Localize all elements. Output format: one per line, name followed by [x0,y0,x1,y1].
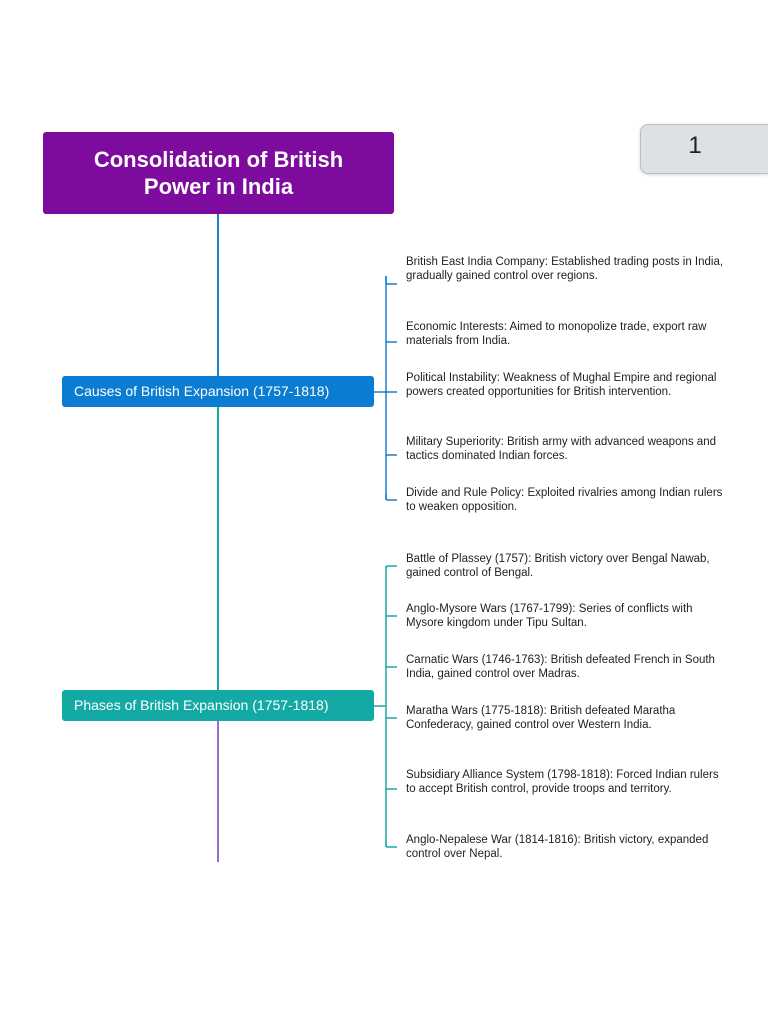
leaf-topic[interactable]: Anglo-Mysore Wars (1767-1799): Series of… [406,603,693,629]
leaf-topic[interactable]: Political Instability: Weakness of Mugha… [406,372,717,398]
branch-topic-label: Phases of British Expansion (1757-1818) [74,697,329,713]
branch-topic-phases[interactable]: Phases of British Expansion (1757-1818) [62,690,374,721]
leaf-connector [385,494,397,501]
leaf-topic[interactable]: Carnatic Wars (1746-1763): British defea… [406,654,715,680]
leaf-topic[interactable]: Maratha Wars (1775-1818): British defeat… [406,705,676,731]
leaf-connector [385,276,397,285]
leaf-connector [385,841,397,848]
leaf-topic[interactable]: Economic Interests: Aimed to monopolize … [406,321,707,347]
root-topic-title: Consolidation of British Power in India [93,147,344,199]
root-topic[interactable]: Consolidation of British Power in India [43,132,394,214]
leaf-topic[interactable]: Battle of Plassey (1757): British victor… [406,553,710,579]
leaf-topic[interactable]: Military Superiority: British army with … [406,436,716,462]
leaf-topic[interactable]: Anglo-Nepalese War (1814-1816): British … [406,834,709,860]
leaf-topic[interactable]: British East India Company: Established … [406,256,724,282]
leaf-connector [385,565,397,569]
leaf-topic[interactable]: Subsidiary Alliance System (1798-1818): … [406,769,719,795]
branch-topic-label: Causes of British Expansion (1757-1818) [74,383,330,399]
branch-topic-causes[interactable]: Causes of British Expansion (1757-1818) [62,376,374,407]
page-number: 1 [688,132,702,159]
leaf-topic[interactable]: Divide and Rule Policy: Exploited rivalr… [406,487,723,513]
page-number-tab: 1 [640,124,768,174]
